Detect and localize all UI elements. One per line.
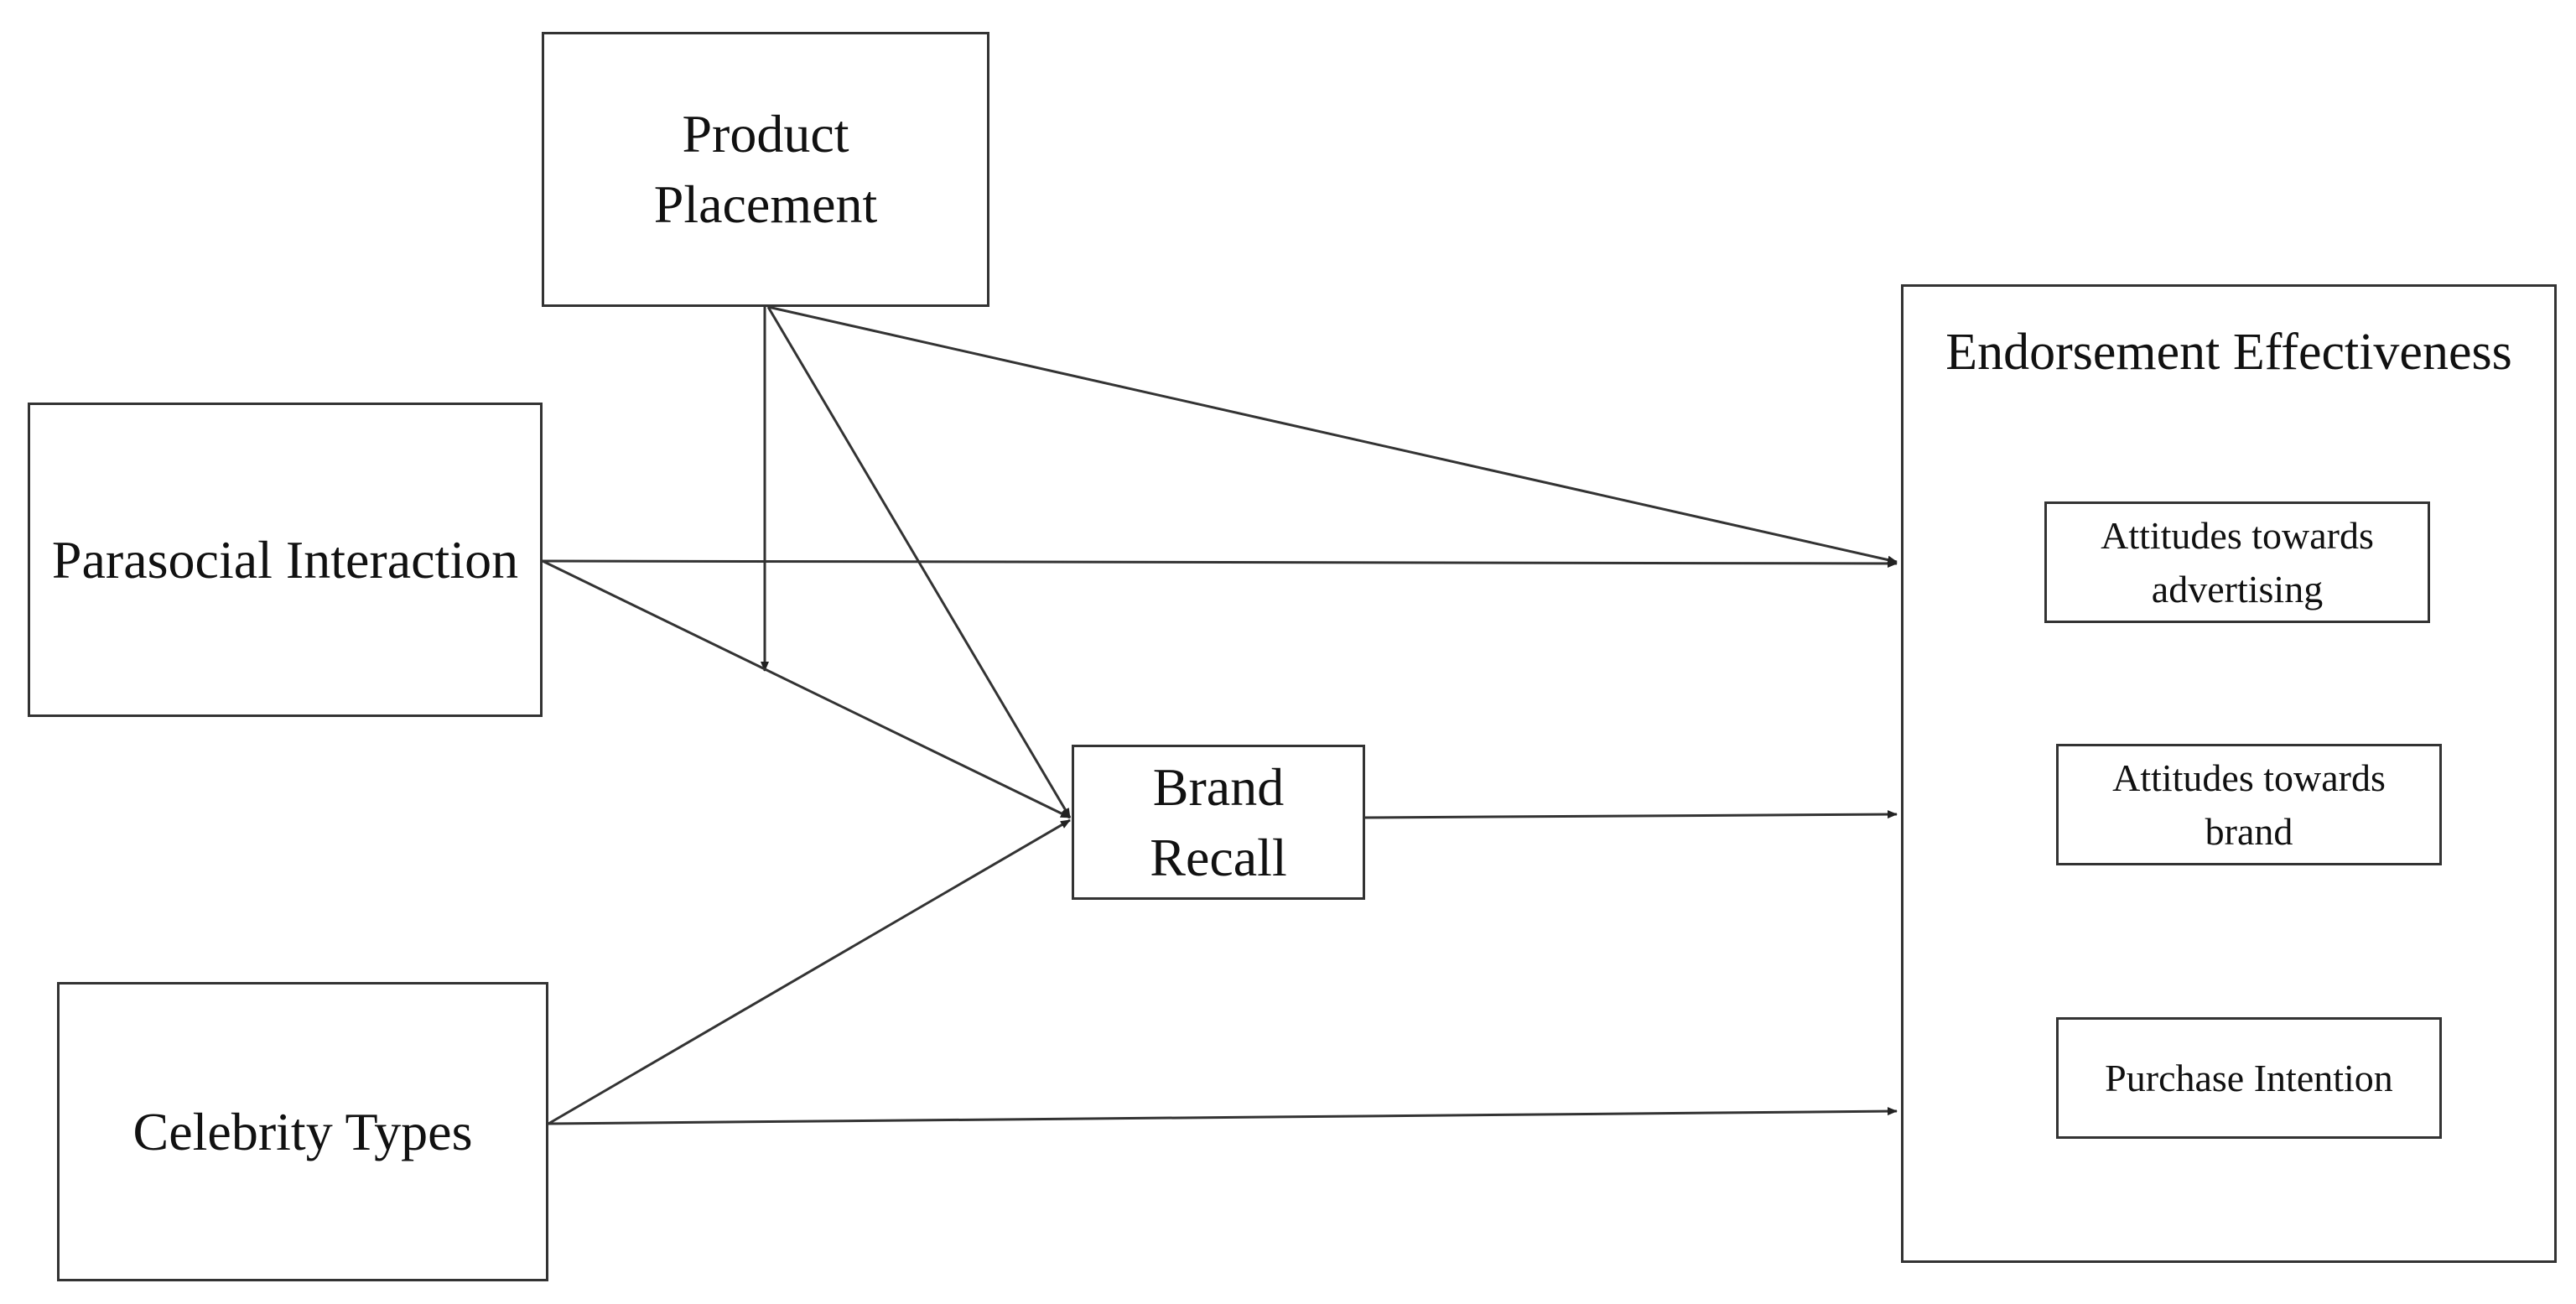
edge-celebrity-to-endorsement	[548, 1107, 1898, 1125]
product-placement-label: Product Placement	[653, 104, 878, 234]
brand-recall-box: Brand Recall	[1072, 745, 1365, 900]
parasocial-interaction-label: Parasocial Interaction	[51, 529, 519, 590]
edge-product-placement-to-endorsement	[767, 305, 1898, 564]
edge-parasocial-to-endorsement	[542, 558, 1898, 568]
purchase-intention-label: Purchase Intention	[2105, 1056, 2393, 1099]
parasocial-interaction-box: Parasocial Interaction	[28, 403, 543, 717]
celebrity-types-box: Celebrity Types	[57, 982, 548, 1281]
attitudes-towards-advertising-box: Attitudes towards advertising	[2044, 501, 2430, 623]
edge-brand-recall-to-endorsement	[1364, 810, 1898, 819]
product-placement-box: Product Placement	[542, 32, 989, 307]
purchase-intention-box: Purchase Intention	[2056, 1017, 2442, 1139]
attitudes-towards-brand-box: Attitudes towards brand	[2056, 744, 2442, 865]
celebrity-types-label: Celebrity Types	[132, 1101, 473, 1161]
attitudes-towards-advertising-label: Attitudes towards advertising	[2101, 513, 2374, 610]
brand-recall-label: Brand Recall	[1150, 756, 1287, 887]
edge-parasocial-to-brand-recall	[542, 559, 1071, 819]
endorsement-effectiveness-title: Endorsement Effectiveness	[1945, 324, 2512, 381]
attitudes-towards-brand-label: Attitudes towards brand	[2112, 756, 2386, 853]
edge-celebrity-to-brand-recall	[548, 818, 1071, 1125]
